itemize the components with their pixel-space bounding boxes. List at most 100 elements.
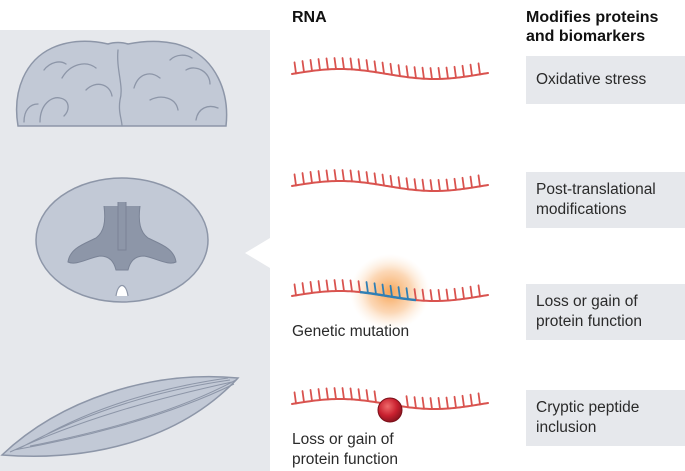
outcome-label: Post-translational modifications	[536, 181, 656, 218]
rna-base	[309, 389, 313, 402]
rna-base	[317, 58, 321, 71]
rna-base	[437, 179, 441, 192]
rna-base	[365, 171, 369, 184]
rna-base	[405, 395, 409, 409]
rna-base	[413, 396, 417, 409]
outcome-label: Loss or gain of protein function	[536, 293, 642, 330]
rna-base	[357, 58, 361, 72]
spinal-cord-icon	[35, 177, 209, 303]
rna-base	[389, 62, 393, 76]
outcome-label: Oxidative stress	[536, 71, 647, 88]
rna-backbone	[291, 67, 489, 81]
rna-base	[445, 288, 449, 302]
rna-base	[341, 279, 345, 292]
rna-base	[397, 64, 401, 77]
rna-base	[357, 280, 361, 294]
rna-base	[349, 169, 353, 183]
rna-base	[453, 65, 457, 79]
rna-base	[381, 173, 385, 187]
rna-base	[469, 63, 473, 77]
rna-base	[389, 174, 393, 188]
outcome-cryptic-peptide: Cryptic peptide inclusion	[526, 390, 685, 446]
rna-base	[437, 67, 441, 80]
rna-base	[293, 173, 297, 187]
rna-base	[461, 394, 465, 408]
rna-base	[349, 387, 353, 401]
rna-base	[469, 285, 473, 299]
mutation-glow	[350, 254, 430, 330]
mutated-base	[389, 284, 393, 298]
rna-base	[293, 283, 297, 297]
rna-base	[301, 282, 305, 295]
rna-base	[437, 289, 441, 302]
rna-backbone	[291, 179, 489, 193]
rna-base	[357, 388, 361, 402]
rna-base	[477, 392, 481, 406]
rna-base	[477, 284, 481, 298]
rna-base	[445, 66, 449, 80]
mutated-base	[381, 283, 385, 297]
rna-strands	[291, 57, 489, 411]
rna-base	[445, 396, 449, 410]
rna-base	[373, 390, 377, 404]
rna-base	[461, 176, 465, 190]
rna-base	[413, 66, 417, 79]
rna-base	[325, 169, 329, 183]
rna-base	[429, 67, 433, 80]
rna-base	[341, 57, 345, 70]
mutated-base	[397, 286, 401, 299]
rna-base	[293, 391, 297, 405]
rna-base	[461, 64, 465, 78]
muscle-fiber-icon	[0, 375, 240, 457]
protein-function-caption: Loss or gain of protein function	[292, 431, 398, 468]
mutation-segment	[359, 290, 417, 302]
rna-base	[421, 396, 425, 410]
brain-icon	[15, 40, 228, 127]
rna-base	[413, 178, 417, 191]
rna-base	[357, 170, 361, 184]
rna-base	[453, 287, 457, 301]
rna-base	[373, 60, 377, 74]
rna-base	[405, 177, 409, 191]
rna-base	[469, 393, 473, 407]
rna-base	[325, 279, 329, 293]
rna-base	[325, 57, 329, 71]
rna-base	[333, 169, 337, 182]
rna-base	[421, 288, 425, 302]
outcome-oxidative-stress: Oxidative stress	[526, 56, 685, 104]
rna-base	[301, 60, 305, 73]
rna-base	[317, 388, 321, 401]
rna-base	[397, 176, 401, 189]
rna-base	[453, 177, 457, 191]
rna-base	[477, 62, 481, 76]
cryptic-peptide-icon	[377, 397, 403, 423]
mutated-base	[405, 287, 409, 301]
rna-base	[349, 279, 353, 293]
rna-base	[461, 286, 465, 300]
rna-base	[301, 390, 305, 403]
rna-base	[365, 59, 369, 72]
rna-base	[325, 387, 329, 401]
genetic-mutation-caption: Genetic mutation	[292, 323, 410, 340]
rna-base	[429, 289, 433, 302]
rna-base	[341, 169, 345, 182]
rna-base	[349, 57, 353, 71]
outcome-label: Cryptic peptide inclusion	[536, 399, 640, 436]
proteins-header: Modifies proteins and biomarkers	[526, 9, 659, 45]
rna-base	[437, 397, 441, 410]
rna-base	[421, 178, 425, 192]
rna-base	[293, 61, 297, 75]
rna-base	[453, 395, 457, 409]
rna-base	[477, 174, 481, 188]
rna-base	[421, 66, 425, 80]
rna-base	[373, 172, 377, 186]
rna-base	[429, 179, 433, 192]
mutated-base	[365, 281, 369, 294]
outcome-post-translational: Post-translational modifications	[526, 172, 685, 228]
mutated-base	[373, 282, 377, 296]
rna-base	[317, 170, 321, 183]
rna-base	[333, 279, 337, 292]
rna-base	[301, 172, 305, 185]
rna-base	[413, 288, 417, 301]
